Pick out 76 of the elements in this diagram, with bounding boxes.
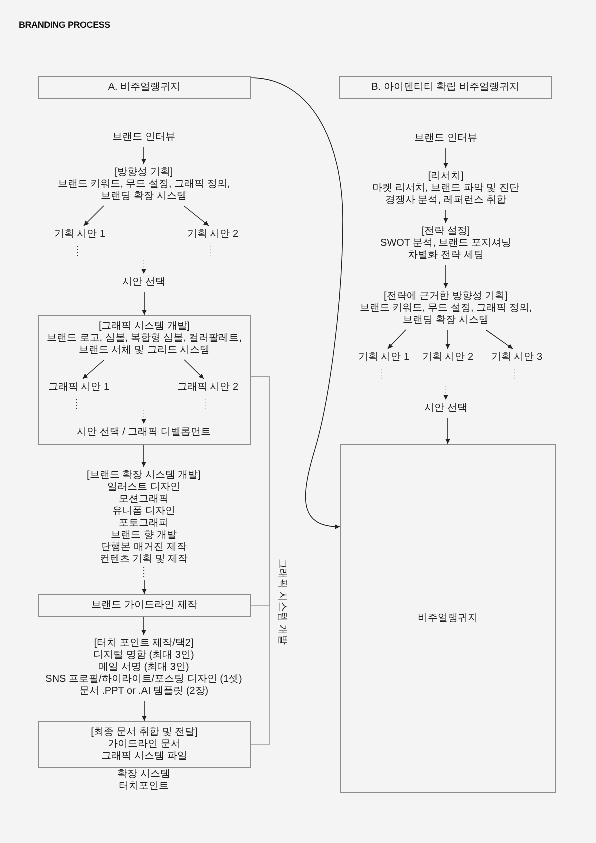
step-detail: 브랜드 로고, 심볼, 복합형 심볼, 컬러팔레트, 브랜드 서체 및 그리드 시스템 (46, 333, 243, 357)
step-heading: [방향성 기획] (114, 167, 174, 179)
arrow (444, 264, 448, 288)
step-label: 기획 시안 1 (54, 226, 106, 244)
step-detail: 일러스트 디자인 (108, 482, 180, 494)
box-label: 브랜드 가이드라인 제작 (92, 600, 198, 612)
curved-arrow (250, 78, 344, 530)
box-label: B. 아이덴티티 확립 비주얼랭귀지 (372, 82, 520, 94)
step-label: 브랜드 인터뷰 (414, 130, 478, 148)
step-detail: 포토그래피 (119, 518, 169, 530)
box-label: A. 비주얼랭귀지 (108, 82, 181, 94)
step-detail: 차별화 전략 세팅 (408, 250, 484, 262)
step-detail: 문서 .PPT or .AI 템플릿 (2장) (79, 686, 209, 698)
step-detail: SNS 프로필/하이라이트/포스팅 디자인 (1셋) (46, 674, 242, 686)
step-label: 기획 시안 3 (491, 349, 543, 367)
step-label: 시안 선택 (122, 274, 166, 292)
dotted-arrow (444, 386, 448, 400)
arrow (446, 330, 450, 350)
step-detail: 컨텐츠 기획 및 제작 (100, 554, 188, 566)
arrow (388, 330, 406, 350)
dotted-arrow (142, 410, 146, 424)
step-heading: [터치 포인트 제작/택2] (94, 638, 194, 650)
step-detail: 유니폼 디자인 (112, 506, 176, 518)
step-label: 기획 시안 1 (358, 349, 410, 367)
process-box (38, 721, 251, 768)
arrow (142, 700, 147, 722)
step-detail: 마켓 리서치, 브랜드 파악 및 진단 (372, 183, 520, 195)
step-label: 기획 시안 2 (422, 349, 474, 367)
dotted-arrow (142, 260, 146, 274)
connector-line (250, 376, 270, 745)
process-box (38, 76, 251, 99)
step-detail: 브랜드 향 개발 (111, 530, 177, 542)
step-label: 그래픽 시안 1 (48, 379, 110, 397)
step-detail: 모션그래픽 (119, 494, 169, 506)
step-label: 그래픽 시안 2 (177, 379, 239, 397)
arrow (142, 146, 146, 164)
step-label: 시안 선택 / 그래픽 디벨롭먼트 (77, 424, 211, 442)
step-detail: 브랜드 키워드, 무드 설정, 그래픽 정의, 브랜딩 확장 시스템 (56, 179, 232, 203)
side-label: 그래픽 시스템 개발 (276, 559, 288, 645)
step-detail: 메일 서명 (최대 3인) (98, 662, 190, 674)
box-caption: 확장 시스템 (118, 769, 170, 781)
box-caption: 터치포인트 (119, 781, 169, 793)
step-label: 브랜드 인터뷰 (112, 129, 176, 147)
process-box (339, 76, 552, 99)
step-heading: [그래픽 시스템 개발] (98, 321, 190, 333)
group-box (38, 315, 251, 445)
step-detail: 브랜드 키워드, 무드 설정, 그래픽 정의, 브랜딩 확장 시스템 (358, 303, 534, 327)
step-detail: 디지털 명함 (최대 3인) (94, 650, 194, 662)
step-heading: [브랜드 확장 시스템 개발] (87, 470, 201, 482)
arrow (446, 418, 450, 444)
arrow (444, 210, 448, 224)
box-detail: 그래픽 시스템 파일 (102, 750, 188, 762)
arrow (184, 360, 204, 380)
arrow (486, 330, 514, 350)
arrow (84, 206, 104, 226)
step-label: 시안 선택 (424, 400, 468, 418)
arrow (184, 206, 210, 226)
step-detail: SWOT 분석, 브랜드 포지셔닝 (380, 238, 512, 250)
step-heading: [전략 설정] (422, 226, 470, 238)
arrow (82, 360, 105, 380)
box-label: 비주얼랭귀지 (418, 612, 478, 624)
step-label: 기획 시안 2 (187, 226, 239, 244)
step-detail: 단행본 매거진 제작 (101, 542, 187, 554)
arrow (142, 444, 146, 468)
step-heading: [전략에 근거한 방향성 기획] (384, 291, 508, 303)
process-box (38, 594, 251, 617)
diagram-title: BRANDING PROCESS (19, 19, 110, 31)
box-heading: [최종 문서 취합 및 전달] (91, 726, 198, 738)
arrow (142, 292, 147, 316)
arrow (142, 580, 147, 594)
arrow (142, 616, 146, 636)
arrow (444, 148, 448, 168)
step-heading: [리서치] (428, 171, 464, 183)
box-detail: 가이드라인 문서 (108, 738, 181, 750)
process-box (340, 444, 556, 793)
step-detail: 경쟁사 분석, 레퍼런스 취합 (385, 195, 507, 207)
